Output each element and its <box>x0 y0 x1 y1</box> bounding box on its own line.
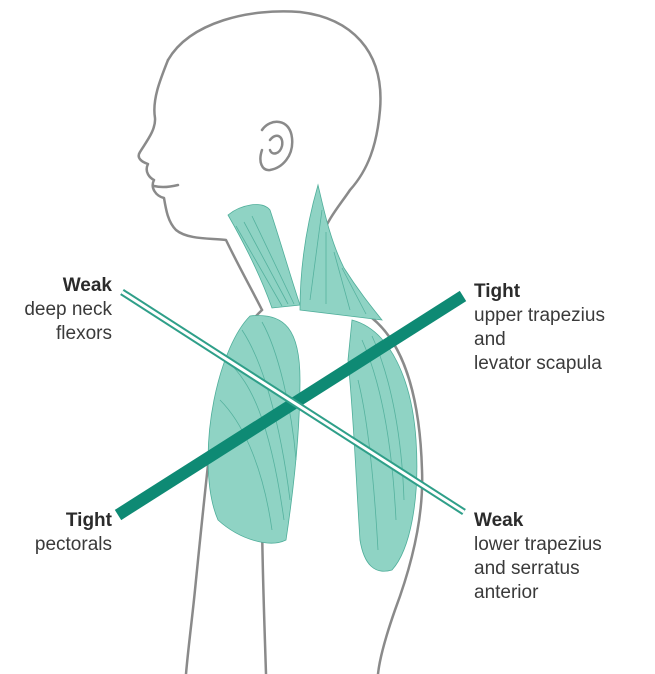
striation-3 <box>251 215 295 305</box>
label-weak-lower-body: lower trapezius and serratus anterior <box>474 534 602 603</box>
striation-1 <box>235 225 283 307</box>
label-tight-trap-head: Tight <box>474 281 521 302</box>
striation-10 <box>241 329 291 501</box>
neck-muscle-front <box>227 204 301 309</box>
label-weak-neck-body: deep neck flexors <box>24 299 112 344</box>
label-weak-lower-trapezius: Weak lower trapezius and serratus anteri… <box>474 509 602 605</box>
label-tight-pect-body: pectorals <box>34 534 112 555</box>
label-tight-pect-head: Tight <box>65 510 112 531</box>
weak-line <box>120 289 466 515</box>
back-muscle <box>347 319 418 572</box>
striation-6 <box>333 251 351 311</box>
striation-11 <box>261 321 297 461</box>
label-weak-lower-head: Weak <box>474 510 524 531</box>
ear-inner <box>268 134 284 155</box>
striation-9 <box>219 399 273 531</box>
mouth <box>152 183 180 189</box>
label-tight-upper-trapezius: Tight upper trapezius and levator scapul… <box>474 280 605 376</box>
label-tight-pectorals: Tight pectorals <box>35 509 112 557</box>
striation-2 <box>243 221 289 305</box>
weak-line-inner <box>121 290 465 514</box>
tight-line <box>114 290 467 521</box>
striation-4 <box>309 209 323 301</box>
label-weak-neck-head: Weak <box>62 275 112 296</box>
label-tight-trap-body: upper trapezius and levator scapula <box>474 305 605 374</box>
face-profile <box>137 58 264 312</box>
ear <box>259 120 294 172</box>
neck-muscle-back <box>299 183 383 321</box>
label-weak-neck-flexors: Weak deep neck flexors <box>24 274 112 346</box>
striation-7 <box>341 267 367 315</box>
